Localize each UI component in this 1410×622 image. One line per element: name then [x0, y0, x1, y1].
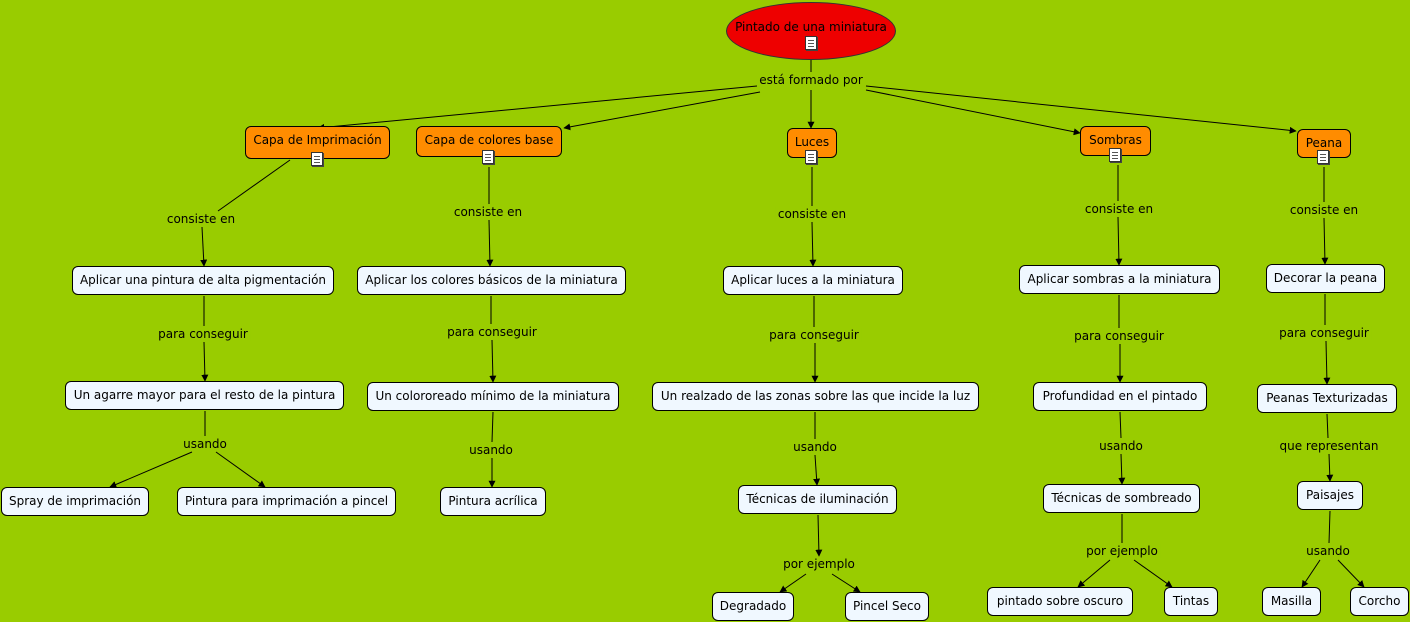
- root-label: Pintado de una miniatura: [735, 20, 887, 34]
- node-aplicar-pintura-pigmentacion[interactable]: Aplicar una pintura de alta pigmentación: [72, 266, 334, 295]
- leaf-spray-imprimacion[interactable]: Spray de imprimación: [1, 487, 149, 516]
- leaf-degradado[interactable]: Degradado: [712, 592, 794, 621]
- link-usando: usando: [791, 440, 839, 454]
- link-por-ejemplo: por ejemplo: [781, 557, 857, 571]
- leaf-tintas[interactable]: Tintas: [1164, 587, 1218, 616]
- document-icon[interactable]: [1109, 148, 1121, 162]
- connector-arrow: [1301, 559, 1321, 588]
- link-para-conseguir: para conseguir: [1277, 326, 1371, 340]
- connector-arrow: [563, 91, 761, 131]
- connector-arrow: [813, 454, 821, 486]
- node-agarre-mayor[interactable]: Un agarre mayor para el resto de la pint…: [65, 381, 344, 410]
- link-consiste-en: consiste en: [1287, 203, 1361, 217]
- leaf-pincel-seco[interactable]: Pincel Seco: [845, 592, 929, 621]
- connector-line: [491, 411, 494, 443]
- node-aplicar-luces[interactable]: Aplicar luces a la miniatura: [723, 266, 903, 295]
- connector-line: [1326, 413, 1329, 439]
- leaf-pintura-acrilica[interactable]: Pintura acrílica: [440, 487, 546, 516]
- link-esta-formado-por: está formado por: [757, 73, 865, 87]
- leaf-corcho[interactable]: Corcho: [1350, 587, 1409, 616]
- link-consiste-en: consiste en: [775, 207, 849, 221]
- connector-arrow: [1077, 559, 1111, 588]
- link-usando: usando: [1097, 439, 1145, 453]
- node-coloreado-minimo[interactable]: Un colororeado mínimo de la miniatura: [367, 382, 619, 411]
- connector-arrow: [200, 226, 208, 267]
- connector-arrow: [1337, 559, 1365, 588]
- node-decorar-peana[interactable]: Decorar la peana: [1266, 264, 1385, 293]
- connector-arrow: [1118, 453, 1126, 485]
- connector-arrow: [831, 573, 861, 593]
- node-aplicar-colores-basicos[interactable]: Aplicar los colores básicos de la miniat…: [357, 266, 626, 295]
- connector-line: [217, 159, 291, 212]
- node-peanas-texturizadas[interactable]: Peanas Texturizadas: [1257, 384, 1397, 413]
- node-paisajes[interactable]: Paisajes: [1297, 481, 1363, 510]
- link-para-conseguir: para conseguir: [156, 327, 250, 341]
- connector-arrow: [317, 85, 758, 131]
- connector-arrow: [215, 451, 266, 488]
- leaf-masilla[interactable]: Masilla: [1262, 587, 1321, 616]
- connector-line: [1119, 411, 1122, 439]
- node-aplicar-sombras[interactable]: Aplicar sombras a la miniatura: [1019, 265, 1220, 294]
- connector-arrow: [1133, 559, 1173, 588]
- leaf-pintado-sobre-oscuro[interactable]: pintado sobre oscuro: [987, 587, 1133, 616]
- link-consiste-en: consiste en: [451, 205, 525, 219]
- connector-arrow: [489, 339, 497, 383]
- node-profundidad-pintado[interactable]: Profundidad en el pintado: [1033, 382, 1207, 411]
- link-usando: usando: [1304, 544, 1352, 558]
- connector-arrow: [779, 573, 807, 593]
- link-consiste-en: consiste en: [164, 212, 238, 226]
- connector-arrow: [815, 514, 823, 557]
- connector-arrow: [201, 341, 209, 382]
- connector-arrow: [1323, 340, 1331, 385]
- connector-arrow: [1326, 453, 1334, 482]
- node-realzado-zonas-luz[interactable]: Un realzado de las zonas sobre las que i…: [652, 382, 979, 411]
- leaf-pintura-imprimacion-pincel[interactable]: Pintura para imprimación a pincel: [177, 487, 396, 516]
- link-por-ejemplo: por ejemplo: [1084, 544, 1160, 558]
- document-icon[interactable]: [482, 150, 494, 164]
- link-que-representan: que representan: [1277, 439, 1381, 453]
- connector-arrow: [809, 221, 817, 267]
- connector-arrow: [865, 85, 1297, 134]
- root-concept[interactable]: Pintado de una miniatura: [726, 2, 896, 60]
- connector-arrow: [486, 219, 494, 267]
- link-usando: usando: [467, 443, 515, 457]
- document-icon[interactable]: [1317, 150, 1329, 164]
- connector-line: [1328, 510, 1331, 544]
- link-para-conseguir: para conseguir: [445, 325, 539, 339]
- node-tecnicas-sombreado[interactable]: Técnicas de sombreado: [1043, 484, 1200, 513]
- document-icon[interactable]: [311, 152, 323, 166]
- link-usando: usando: [181, 437, 229, 451]
- connector-arrow: [109, 451, 193, 488]
- connector-arrow: [1115, 216, 1123, 266]
- document-icon[interactable]: [805, 36, 817, 50]
- link-para-conseguir: para conseguir: [767, 328, 861, 342]
- link-para-conseguir: para conseguir: [1072, 329, 1166, 343]
- connector-arrow: [865, 89, 1081, 136]
- document-icon[interactable]: [805, 150, 817, 164]
- link-consiste-en: consiste en: [1082, 202, 1156, 216]
- connector-arrow: [1321, 217, 1329, 265]
- node-tecnicas-iluminacion[interactable]: Técnicas de iluminación: [738, 485, 897, 514]
